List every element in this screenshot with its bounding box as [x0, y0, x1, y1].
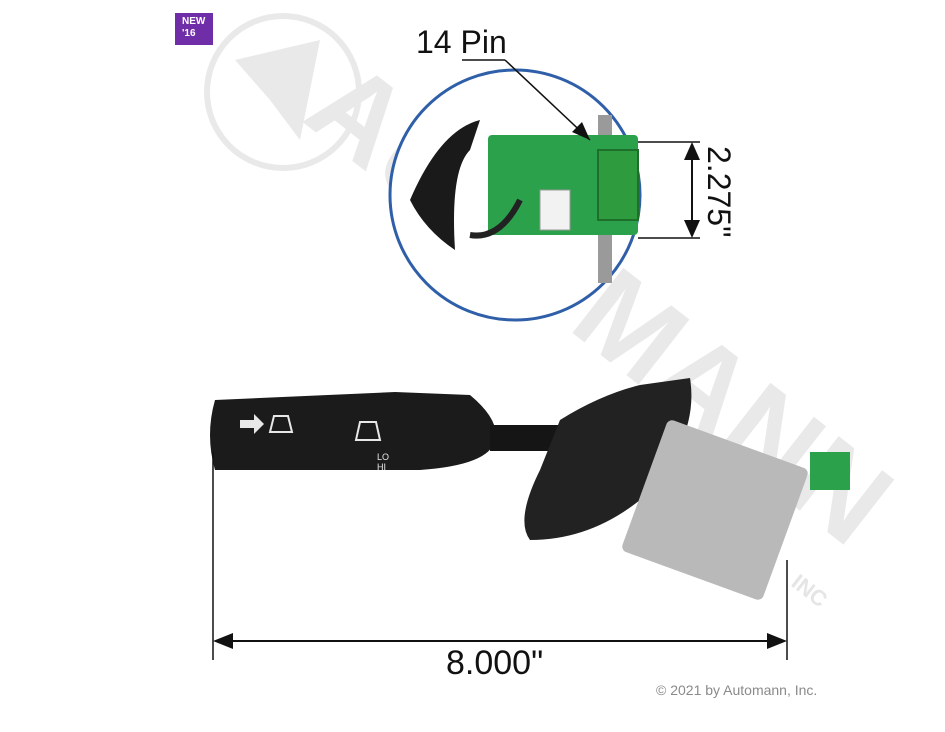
stalk-paddle	[524, 378, 692, 540]
switch-housing	[622, 420, 808, 600]
badge-line1: NEW	[182, 16, 206, 27]
watermark-logo-icon	[235, 40, 320, 140]
arrow-symbol-icon	[240, 414, 264, 434]
length-dimension-label: 8.000"	[446, 644, 544, 682]
connector-callout	[388, 68, 642, 322]
stalk-detail	[410, 120, 480, 250]
wire-bundle	[469, 198, 523, 239]
stalk-handle	[210, 392, 496, 470]
watermark-logo-ring	[204, 13, 362, 171]
pin-leader-arrow	[504, 59, 591, 141]
height-dimension	[638, 141, 700, 239]
pin-arrowhead	[572, 122, 590, 140]
pin-connector	[597, 149, 639, 221]
stalk-rod	[490, 425, 560, 451]
length-dimension	[212, 452, 788, 660]
new-badge: NEW '16	[175, 13, 213, 45]
wiper-symbol-icon-2	[354, 421, 382, 441]
badge-line2: '16	[182, 28, 196, 39]
wiper-symbol-icon	[268, 415, 294, 433]
watermark-suffix: INC	[787, 569, 832, 612]
ribbon-connector	[539, 189, 571, 231]
lo-marking: LO	[377, 452, 389, 462]
pin-count-label: 14 Pin	[416, 24, 507, 60]
height-dimension-label: 2.275"	[701, 146, 737, 238]
stalk-switch: LO HI	[210, 378, 850, 600]
hi-marking: HI	[377, 462, 386, 472]
copyright-notice: © 2021 by Automann, Inc.	[656, 682, 818, 698]
green-connector	[810, 452, 850, 490]
